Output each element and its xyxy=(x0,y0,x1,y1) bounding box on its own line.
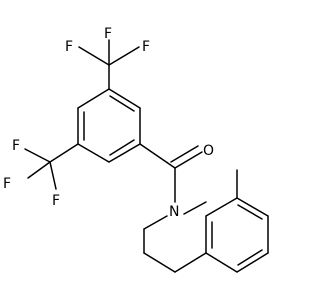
atom-label-f4: F xyxy=(12,138,20,154)
bond-c8a-c8 xyxy=(205,197,238,217)
bond-n-c8a xyxy=(183,201,207,215)
atom-label-o: O xyxy=(203,143,214,159)
atom-label-f3: F xyxy=(142,39,150,55)
bonds xyxy=(24,39,269,273)
bond-c5-c4a xyxy=(205,252,238,273)
atom-labels: F F F F F F O N xyxy=(3,26,214,220)
atom-label-f6: F xyxy=(52,193,60,209)
atom-label-f2: F xyxy=(65,39,73,55)
bond-cf3-left-f4 xyxy=(24,148,51,163)
bond-cf3-left-f6 xyxy=(49,161,57,190)
atom-label-f1: F xyxy=(104,26,112,42)
bond-aromatic-inner-3 xyxy=(237,249,263,266)
bond-c8-c7 xyxy=(236,197,269,217)
bond-n-c2 xyxy=(143,215,168,230)
bond-ring-a3-a4 xyxy=(108,143,141,163)
bond-ring-to-cf3-left xyxy=(49,143,79,163)
atom-label-n: N xyxy=(169,204,179,220)
bond-ring-a4-a5 xyxy=(77,143,110,163)
bond-cf3-top-f3 xyxy=(108,46,140,66)
bond-c4-c4a xyxy=(174,252,207,273)
atom-label-f5: F xyxy=(3,176,11,192)
bond-ring-inner-1 xyxy=(109,95,135,112)
bond-c3-c4 xyxy=(143,252,176,273)
bond-cf3-top-f2 xyxy=(78,46,110,66)
bond-c6-c5 xyxy=(236,252,269,273)
bond-ring-a6-a1 xyxy=(77,88,110,109)
bond-cf3-left-f5 xyxy=(27,161,51,179)
bond-carbonyl-o-1 xyxy=(174,151,203,169)
bond-carbonyl-o-2 xyxy=(170,145,199,163)
bond-ring-inner-2 xyxy=(109,139,135,156)
bond-ring-a1-a2 xyxy=(108,88,141,109)
bond-ring-to-carbonyl xyxy=(139,143,176,169)
bond-aromatic-inner-2 xyxy=(237,204,263,220)
molecule-structure: F F F F F F O N xyxy=(3,26,269,273)
